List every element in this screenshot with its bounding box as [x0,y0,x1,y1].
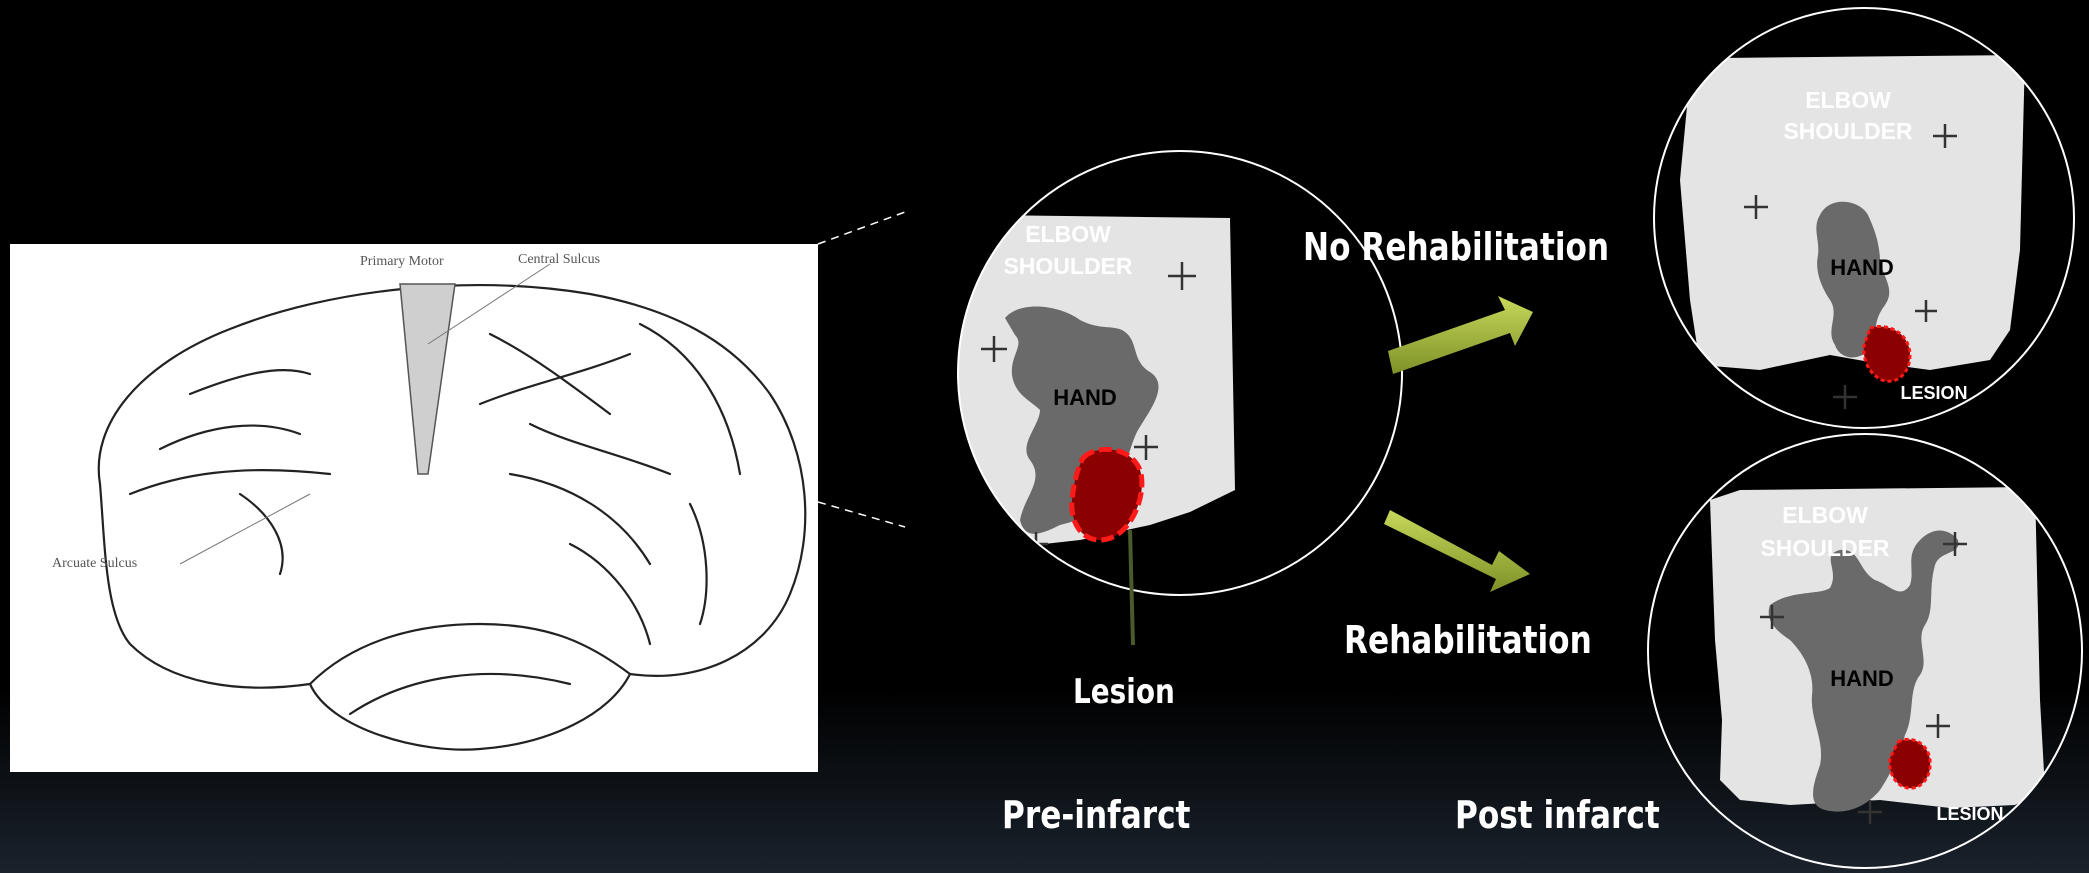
lesion-callout-label: Lesion [1073,672,1175,712]
top-elbow-label: ELBOW [1805,87,1891,113]
zoom-line-bottom [818,502,905,527]
arrow-rehab [1384,510,1530,592]
post-infarct-caption: Post infarct [1455,793,1660,837]
lesion-pointer [1130,530,1133,645]
arrow-no-rehab [1388,296,1533,374]
zoom-line-top [818,212,905,244]
rehab-label: Rehabilitation [1344,618,1592,662]
bottom-elbow-label: ELBOW [1782,502,1868,528]
lesion-area [1890,739,1931,788]
bottom-hand-label: HAND [1830,666,1894,691]
no-rehab-label: No Rehabilitation [1303,225,1609,269]
top-shoulder-label: SHOULDER [1783,118,1912,144]
pre-elbow-label: ELBOW [1025,221,1111,247]
top-lesion-label: LESION [1900,383,1967,403]
bottom-lesion-label: LESION [1936,804,2003,824]
post-no-rehab-map [1654,8,2074,428]
bottom-shoulder-label: SHOULDER [1760,535,1889,561]
post-rehab-map [1648,434,2082,868]
pre-shoulder-label: SHOULDER [1003,253,1132,279]
top-hand-label: HAND [1830,255,1894,280]
pre-infarct-caption: Pre-infarct [1002,793,1190,837]
pre-hand-label: HAND [1053,385,1117,410]
